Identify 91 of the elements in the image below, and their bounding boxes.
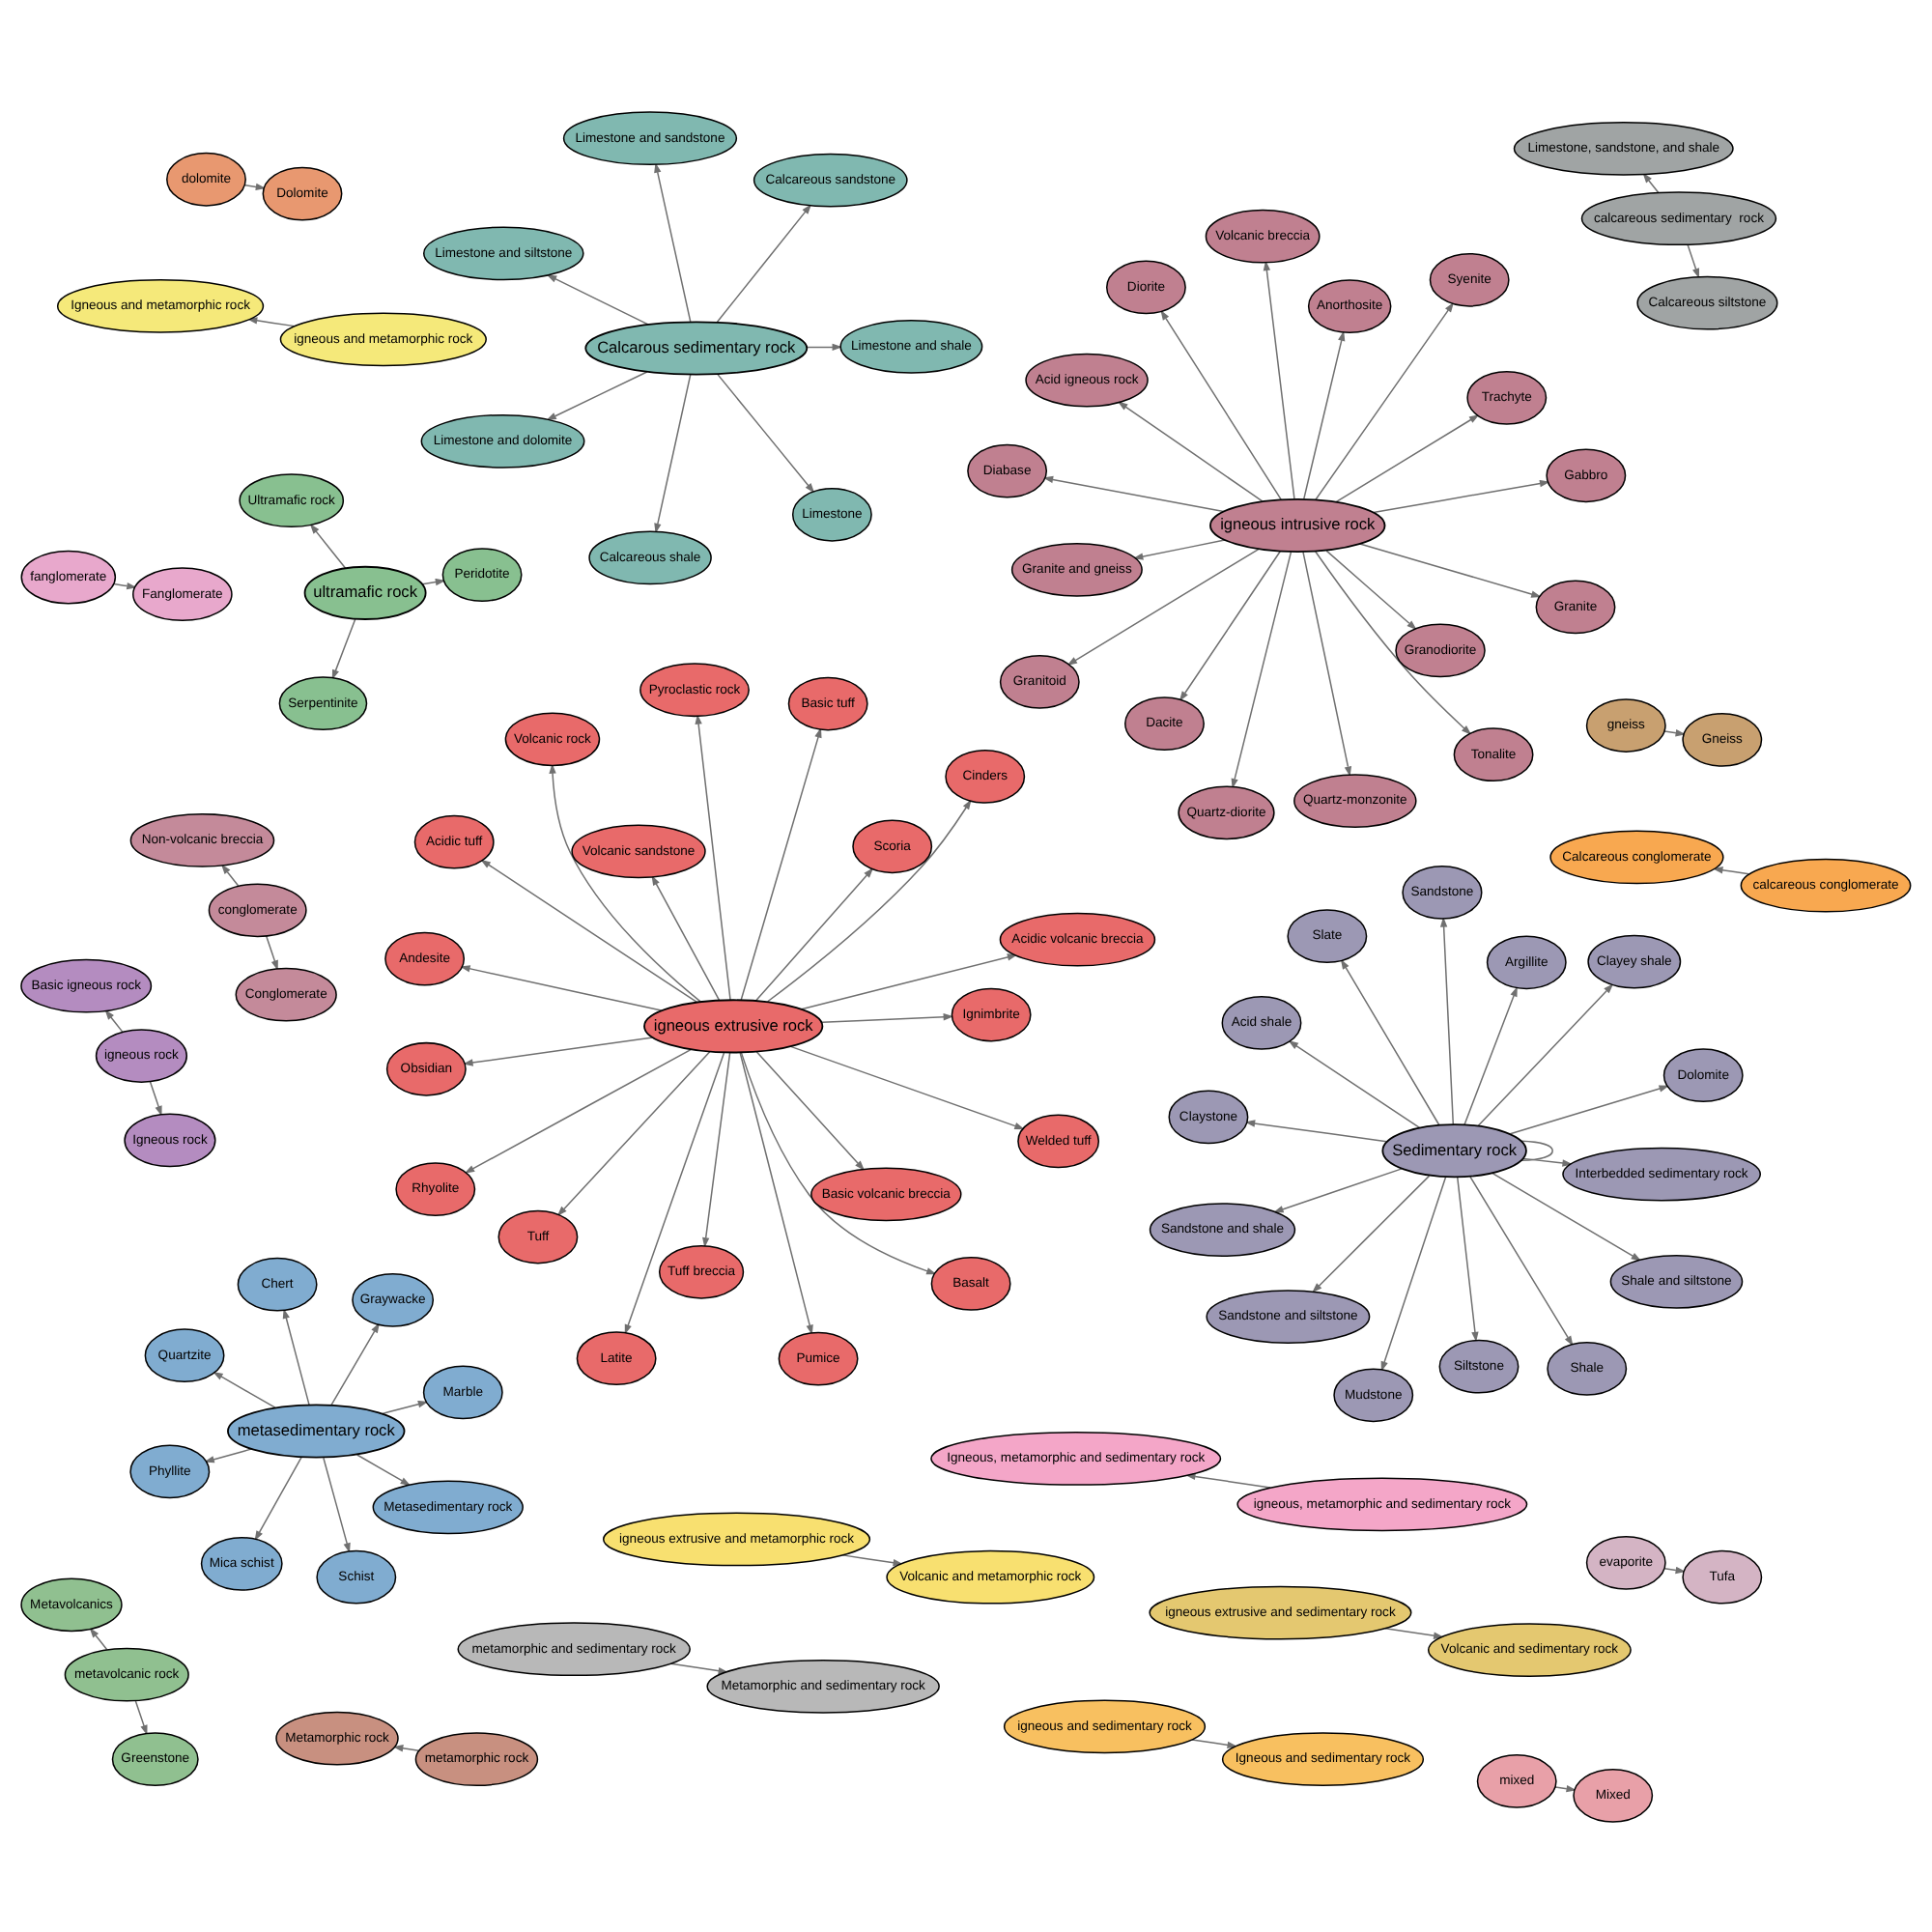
arrow [549,762,701,1002]
arrow [1179,550,1281,701]
arrow [254,1455,302,1541]
arrow [309,523,347,568]
arrow [739,1051,813,1335]
arrow [1456,1175,1479,1342]
arrow [1303,329,1346,499]
arrow [1372,478,1550,513]
arrow [246,316,296,327]
arrow [695,713,731,1000]
arrow [841,1553,904,1566]
arrow [1340,957,1440,1125]
arrow [1288,1039,1421,1128]
arrow [1066,547,1260,665]
arrow [265,934,278,970]
arrow [717,372,815,493]
arrow [220,863,240,886]
arrow [821,1012,954,1023]
arrow [1384,1627,1444,1638]
arrow [740,726,822,1000]
node-ellipse: igneous extrusive rock [643,998,824,1053]
arrow [624,1051,725,1334]
arrow [766,798,972,1002]
arrow [323,1456,351,1552]
arrow [1160,308,1282,499]
arrow [755,1050,866,1170]
arrow [1463,985,1518,1124]
arrow [740,1050,937,1274]
arrow [754,867,874,1001]
arrow [1315,550,1472,734]
arrow [1325,549,1417,630]
arrow [716,203,812,323]
arrow [1244,1119,1388,1142]
arrow [546,273,649,325]
arrow [1522,1156,1573,1166]
node-ellipse: Sedimentary rock [1381,1122,1527,1178]
arrow [104,1009,124,1032]
arrow [213,1370,276,1407]
arrow [149,1080,162,1116]
arrow [460,964,663,1010]
arrow [1231,550,1293,788]
arrow [1117,400,1264,501]
arrow [1042,474,1225,512]
arrow [355,1453,412,1486]
arrow [1359,542,1542,597]
arrow [480,858,698,1003]
arrow [1263,259,1295,499]
arrow [1191,1738,1238,1748]
node-ellipse: metasedimentary rock [227,1403,406,1458]
node-ellipse: ultramafic rock [303,564,427,619]
arrow [243,182,267,190]
arrow [381,1400,429,1414]
arrow [1509,1084,1670,1134]
arrow [330,1321,380,1406]
arrow [331,617,356,679]
arrow [134,1699,148,1735]
arrow [806,342,843,351]
arrow [1302,550,1352,776]
arrow [800,952,1018,1009]
arrow [282,1307,310,1406]
arrow [421,577,446,585]
arrow [651,873,721,1001]
arrow [546,370,648,420]
connector [1520,1139,1553,1161]
arrow [392,1744,420,1751]
arrow [1335,413,1480,502]
arrow [1492,1171,1642,1261]
arrow [1712,866,1750,874]
arrow [1132,538,1226,559]
arrow [1273,1167,1403,1212]
arrow [1315,300,1455,499]
arrow [1663,1565,1687,1574]
node-ellipse: igneous intrusive rock [1209,497,1386,552]
arrow [702,1050,731,1247]
arrow [654,373,692,533]
arrow [789,1044,1025,1129]
arrow [654,161,692,322]
arrow [464,1047,692,1173]
arrow [1312,1174,1431,1293]
arrow [1477,982,1614,1126]
node-ellipse: Calcarous sedimentary rock [584,320,809,375]
arrow [556,1049,711,1216]
arrow [1642,171,1660,193]
arrow [113,581,137,589]
arrow [1439,916,1455,1124]
arrow [1687,242,1700,278]
arrow [463,1036,654,1065]
arrow [1469,1175,1574,1346]
arrow [204,1447,252,1463]
arrow [1380,1175,1447,1371]
arrow [89,1626,108,1650]
